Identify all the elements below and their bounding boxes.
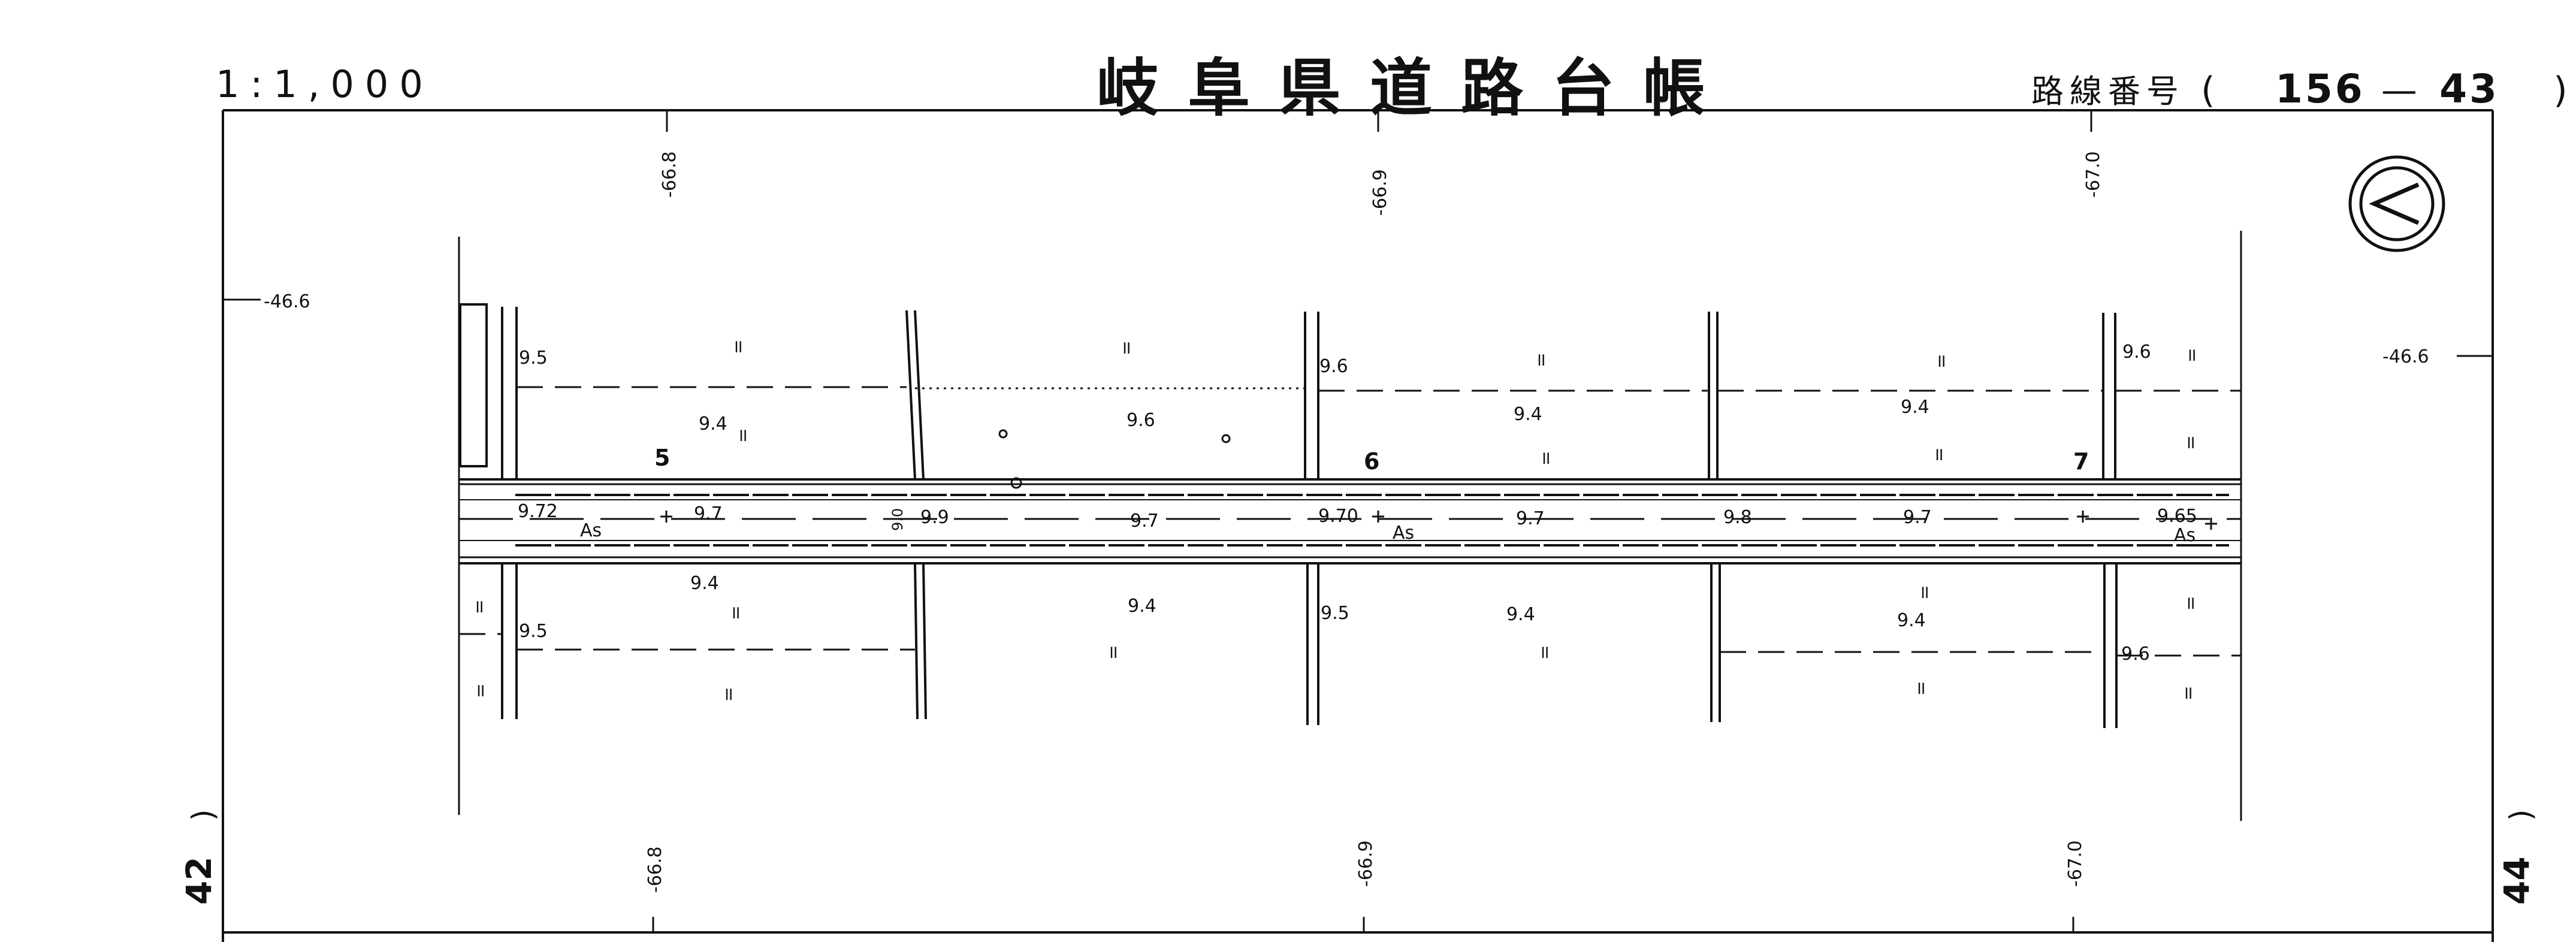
grid-label-left: -46.6 [264, 291, 310, 312]
adjacent-paren-right: ) [2503, 809, 2538, 821]
building [459, 303, 488, 467]
field-mark: ॥ [473, 596, 484, 617]
elevation-label: 9.6 [2122, 342, 2151, 363]
route-close-paren: ) [2553, 70, 2574, 111]
surface-label: As [1393, 523, 1415, 544]
field-mark: ॥ [1915, 678, 1926, 699]
elevation-label: 9.5 [519, 621, 548, 642]
cross-marker [2077, 511, 2089, 523]
elevation-label: 9.4 [1514, 404, 1542, 425]
parcel-boundaries [459, 386, 2241, 657]
field-mark: ॥ [475, 680, 485, 701]
field-mark: ॥ [1539, 642, 1550, 663]
elevation-label: 9.4 [1901, 397, 1929, 418]
elevation-label: 9.4 [1506, 604, 1535, 625]
grid-label-bottom-668: -66.8 [645, 846, 666, 893]
field-mark: ॥ [1121, 337, 1131, 358]
field-mark: ॥ [1933, 444, 1944, 465]
cross-marker [660, 511, 672, 523]
elevation-label: 9.4 [699, 413, 727, 434]
field-mark: ॥ [2185, 432, 2196, 453]
sheet-number-value: 43 [2439, 66, 2499, 112]
adjacent-sheet-left: 42 [179, 856, 219, 905]
field-mark: ॥ [730, 602, 741, 623]
elevation-label: 9.70 [1318, 506, 1358, 527]
route-number: 路線番号 ( 156 — 43 ) [2031, 65, 2574, 112]
field-mark: ॥ [723, 684, 733, 705]
elevation-label: 9.65 [2157, 506, 2197, 527]
field-mark: ॥ [1919, 582, 1929, 603]
grid-label-top-669: -66.9 [1370, 169, 1391, 216]
elevation-label-vertical: 9.0 [889, 508, 906, 531]
cross-marker [1372, 511, 1384, 523]
elevation-label: 9.7 [694, 503, 723, 524]
field-mark: ॥ [732, 336, 743, 357]
grid-label-right: -46.6 [2382, 346, 2429, 367]
route-number-value: 156 [2275, 66, 2365, 112]
elevation-label: 9.72 [518, 501, 558, 522]
elevation-label: 9.4 [690, 573, 719, 594]
adjacent-paren-left: ) [186, 809, 221, 821]
elevation-label: 9.7 [1903, 507, 1932, 528]
grid-label-bottom-670: -67.0 [2065, 840, 2086, 887]
field-mark: ॥ [737, 425, 748, 446]
route-label: 路線番号 [2031, 73, 2185, 110]
field-mark: ॥ [1107, 642, 1118, 663]
field-mark: ॥ [2182, 683, 2193, 704]
elevation-label: 9.7 [1130, 511, 1159, 532]
route-open-paren: ( [2201, 70, 2221, 111]
elevation-label: 9.5 [1321, 603, 1349, 624]
north-arrow-icon [2348, 155, 2445, 252]
elevation-label: 9.7 [1516, 508, 1545, 529]
grid-label-top-668: -66.8 [659, 151, 680, 198]
field-mark: ॥ [1935, 351, 1946, 372]
route-dash: — [2381, 70, 2423, 111]
elevation-label: 9.9 [920, 507, 949, 528]
adjacent-sheet-right: 44 [2496, 856, 2537, 905]
road-carriageway [459, 478, 2241, 564]
section-number: 5 [654, 445, 671, 471]
surface-label: As [580, 520, 602, 541]
side-roads [501, 307, 2118, 728]
elevation-label: 9.4 [1897, 610, 1926, 631]
elevation-label: 9.6 [1319, 356, 1348, 377]
map-scale: 1:1,000 [216, 62, 434, 106]
elevation-label: 9.6 [2121, 644, 2150, 665]
point-marker [1221, 434, 1231, 443]
elevation-label: 9.8 [1723, 507, 1752, 528]
point-marker [1010, 477, 1022, 489]
point-marker [998, 429, 1008, 439]
field-mark: ॥ [1540, 448, 1551, 469]
grid-label-bottom-669: -66.9 [1355, 840, 1376, 887]
elevation-label: 9.4 [1128, 596, 1156, 617]
field-mark: ॥ [2186, 345, 2197, 366]
cross-marker [2205, 518, 2217, 530]
surface-label: As [2174, 525, 2196, 546]
grid-label-top-670: -67.0 [2083, 151, 2104, 198]
elevation-label: 9.5 [519, 348, 548, 369]
elevation-label: 9.6 [1127, 410, 1155, 431]
section-number: 6 [1364, 448, 1380, 475]
ledger-title: 岐阜県道路台帳 [1097, 52, 1735, 125]
section-number: 7 [2073, 448, 2089, 475]
field-mark: ॥ [1535, 349, 1546, 370]
field-mark: ॥ [2185, 593, 2196, 614]
